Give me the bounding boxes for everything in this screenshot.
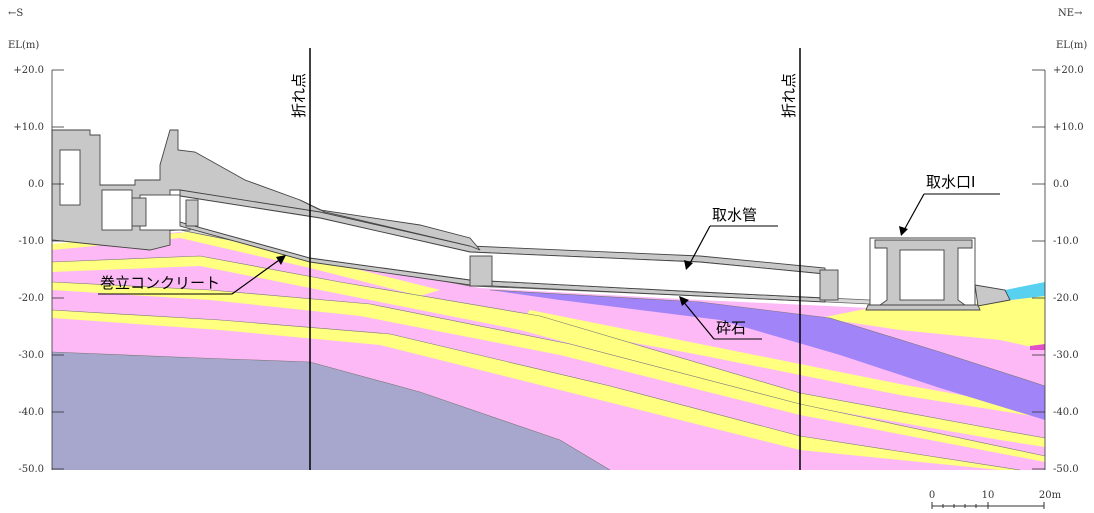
right-intake-chamber: [899, 249, 945, 301]
rubble-concrete-label: 巻立コンクリート: [100, 274, 220, 292]
yellow-layer: [52, 256, 1045, 447]
upper-slab: [299, 199, 481, 251]
tick-label: -40.0: [1053, 407, 1079, 418]
left-elevation-axis: [51, 69, 64, 470]
intake-port-label: 取水口Ⅰ: [926, 173, 975, 191]
bend-point-label-2: 折れ点: [780, 73, 798, 118]
water-area-small: [1030, 344, 1045, 350]
water-area: [1005, 282, 1045, 300]
yellow-layer: [520, 310, 1045, 418]
tick-label: +20.0: [13, 65, 44, 76]
tick-label: 0.0: [1053, 179, 1069, 190]
left-structure-opening: [101, 189, 133, 231]
rubble-concrete-arrowhead: [276, 255, 286, 265]
tick-label: -30.0: [1053, 350, 1079, 361]
intake-pipe-label: 取水管: [712, 206, 757, 224]
scale-bar: 0 10 20m: [929, 490, 1062, 509]
crushed-stone-leader: [681, 299, 715, 340]
tick-label: -50.0: [18, 464, 44, 475]
left-axis-title: EL(m): [8, 40, 39, 51]
grey-blue-layer: [52, 352, 610, 470]
right-direction-label: NE→: [1058, 8, 1083, 19]
scale-label-10: 10: [982, 490, 995, 501]
intake-pipe-arrowhead: [684, 260, 693, 270]
bend-point-label-1: 折れ点: [290, 73, 308, 118]
intake-port-arrowhead: [899, 226, 908, 236]
tick-label: -10.0: [1053, 236, 1079, 247]
tick-label: -50.0: [1053, 464, 1079, 475]
scale-label-20m: 20m: [1039, 490, 1062, 501]
pipe-joint: [131, 197, 147, 227]
crushed-stone-arrowhead: [679, 296, 689, 306]
tick-label: -40.0: [18, 407, 44, 418]
tick-label: +20.0: [1053, 65, 1084, 76]
scale-label-0: 0: [929, 490, 935, 501]
tick-label: -30.0: [18, 350, 44, 361]
yellow-layer: [52, 232, 440, 296]
pipe-joint: [819, 269, 839, 301]
pipe-joint: [469, 255, 493, 287]
tick-label: -20.0: [1053, 293, 1079, 304]
pipe-joint: [185, 199, 199, 227]
rubble-concrete-leader: [231, 257, 283, 295]
tick-label: +10.0: [13, 122, 44, 133]
purple-layer: [490, 290, 1045, 420]
crushed-stone-label: 砕石: [716, 319, 746, 337]
right-axis-title: EL(m): [1056, 40, 1087, 51]
intake-pipe-leader: [687, 225, 711, 268]
tick-label: -10.0: [18, 236, 44, 247]
right-elevation-axis: [1032, 69, 1046, 470]
concrete-structures: [51, 129, 1011, 311]
right-intake-base: [865, 304, 981, 311]
tick-label: 0.0: [28, 179, 44, 190]
intake-port-leader: [902, 193, 925, 233]
left-direction-label: ←S: [8, 8, 23, 19]
tick-label: +10.0: [1053, 122, 1084, 133]
left-structure-opening: [59, 149, 81, 206]
left-tick-labels: +20.0 +10.0 0.0 -10.0 -20.0 -30.0 -40.0 …: [13, 65, 44, 475]
right-intake-slope: [974, 284, 1011, 307]
right-tick-labels: +20.0 +10.0 0.0 -10.0 -20.0 -30.0 -40.0 …: [1053, 65, 1084, 475]
tick-label: -20.0: [18, 293, 44, 304]
